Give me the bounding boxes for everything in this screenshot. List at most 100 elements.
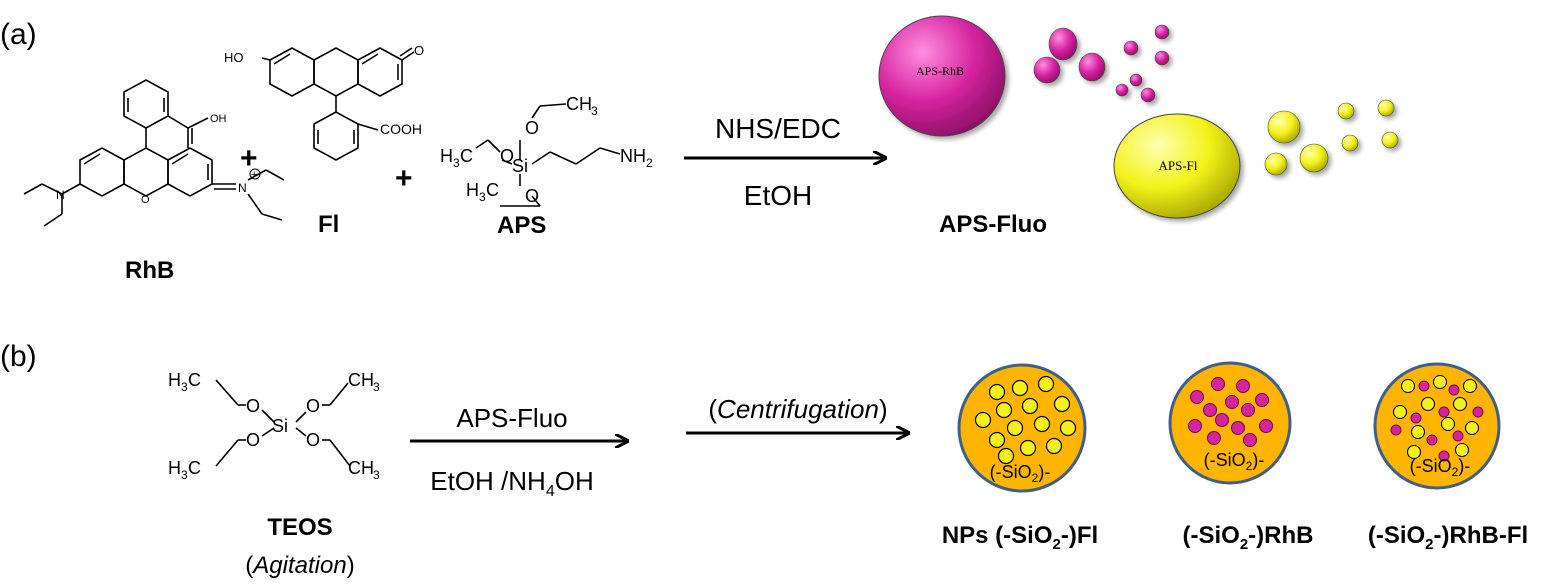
yellow-particle [1341, 134, 1359, 152]
aps-ch3-top: CH [566, 94, 592, 114]
teos-name: TEOS [267, 514, 332, 541]
silica-label-sub: 2 [1246, 459, 1253, 473]
aps-fl-label: APS-Fl [1158, 158, 1197, 173]
rhb-positive-charge-circle [249, 168, 261, 180]
teos-ch3-tr: CH [348, 370, 374, 390]
magenta-particle [1123, 40, 1139, 56]
reaction-b2-text: Centrifugation [717, 394, 879, 424]
panel-a-label: (a) [0, 18, 37, 51]
magenta-particle [1048, 27, 1078, 61]
product-label-rhb: (-SiO2-)RhB [1183, 522, 1314, 553]
aps-h3c-bottom-h: H [466, 180, 479, 200]
rhb-bridge-o: O [141, 194, 150, 206]
rhb-name: RhB [125, 257, 174, 284]
aps-h3c-bottom-c: C [486, 180, 499, 200]
aps-fluo-particles [878, 15, 1399, 219]
magenta-particle [1154, 50, 1170, 66]
magenta-particle [1154, 24, 1170, 40]
fl-name: Fl [318, 211, 339, 238]
product-rhbfl-post: -)RhB-Fl [1434, 522, 1529, 549]
reaction-b1-solvent: EtOH /NH4OH [430, 466, 593, 500]
magenta-particle [1129, 73, 1143, 87]
aps-h3c-bottom-sub: 3 [479, 190, 486, 204]
product-label-rhb-fl: (-SiO2-)RhB-Fl [1368, 522, 1528, 553]
teos-condition: (Agitation) [245, 552, 354, 579]
reaction-b1-solvent-sub: 4 [546, 483, 555, 500]
rhb-positive-charge: + [251, 169, 257, 181]
teos-condition-text: Agitation [251, 552, 346, 579]
product-rhbfl-pre: (-SiO [1368, 522, 1425, 549]
silica-label-sub: 2 [1032, 471, 1039, 485]
teos-h3c-bl-sub: 3 [181, 468, 188, 482]
silica-label: (-SiO2)- [1204, 450, 1265, 473]
silica-label-prefix: (-SiO [990, 462, 1032, 482]
teos-ch3-tr-sub: 3 [373, 380, 380, 394]
reaction-b2-open: ( [708, 394, 717, 424]
yellow-particle [1299, 143, 1329, 173]
aps-o-left: O [500, 146, 514, 166]
product-rhb-sub: 2 [1240, 536, 1248, 553]
aps-si: Si [512, 156, 528, 176]
silica-label: (-SiO2)- [990, 462, 1051, 485]
teos-ch3-br: CH [348, 458, 374, 478]
magenta-particle [1115, 83, 1129, 97]
silica-label-prefix: (-SiO [1410, 456, 1452, 476]
yellow-particle [1267, 110, 1301, 144]
product-rhb-post: -)RhB [1248, 522, 1313, 549]
product-fl-pre: NPs (-SiO [942, 522, 1053, 549]
teos-structure [215, 379, 351, 467]
yellow-particle [1337, 102, 1355, 120]
plus-sign-2: + [395, 162, 413, 195]
silica-label-prefix: (-SiO [1204, 450, 1246, 470]
aps-structure [475, 103, 621, 207]
teos-si: Si [272, 416, 288, 436]
fl-acid-cooh: COOH [380, 121, 422, 137]
rhb-structure [23, 79, 285, 227]
aps-name: APS [497, 212, 546, 239]
magenta-particle [1140, 87, 1156, 103]
aps-nh2: NH [620, 146, 646, 166]
teos-h3c-tl-h: H [168, 370, 181, 390]
silica-label: (-SiO2)- [1410, 456, 1471, 479]
product-fl-sub: 2 [1053, 536, 1061, 553]
yellow-particle [1264, 152, 1288, 176]
teos-h3c-bl-h: H [168, 458, 181, 478]
teos-ch3-br-sub: 3 [373, 468, 380, 482]
reaction-b1-solvent-suffix: OH [555, 466, 594, 496]
silica-label-suffix: )- [1038, 462, 1050, 482]
fl-structure [261, 47, 415, 161]
magenta-particle [1078, 52, 1106, 82]
rhb-acid-oh: OH [210, 113, 227, 125]
product-label-fl: NPs (-SiO2-)Fl [942, 522, 1098, 553]
teos-o-bl: O [246, 430, 260, 450]
magenta-particle [1033, 56, 1061, 84]
magenta-dyes [1188, 377, 1273, 447]
silica-label-suffix: )- [1458, 456, 1470, 476]
fl-ho: HO [224, 50, 244, 65]
product-fl-post: -)Fl [1061, 522, 1098, 549]
yellow-dyes [974, 375, 1077, 465]
aps-h3c-left-h: H [440, 146, 453, 166]
product-rhb-pre: (-SiO [1183, 522, 1240, 549]
teos-h3c-tl-c: C [188, 370, 201, 390]
panel-b-label: (b) [0, 340, 37, 373]
aps-h3c-left-sub: 3 [453, 156, 460, 170]
yellow-particle [1381, 131, 1399, 149]
silica-np-fl: (-SiO2)- [957, 363, 1087, 493]
reaction-b2-label: (Centrifugation) [708, 394, 887, 424]
teos-condition-close: ) [347, 552, 355, 579]
silica-sphere [1373, 362, 1501, 490]
teos-condition-open: ( [245, 552, 253, 579]
fl-ketone-o: O [414, 43, 424, 58]
teos-h3c-bl-c: C [188, 458, 201, 478]
reaction-a-solvent: EtOH [744, 180, 812, 211]
yellow-particle [1377, 99, 1395, 117]
teos-o-tr: O [306, 396, 320, 416]
silica-label-sub: 2 [1452, 465, 1459, 479]
aps-h3c-left-c: C [460, 146, 473, 166]
silica-np-rhb: (-SiO2)- [1168, 361, 1292, 485]
silica-np-rhb-fl: (-SiO2)- [1373, 362, 1501, 490]
aps-rhb-label: APS-RhB [916, 64, 964, 78]
plus-sign-1: + [240, 142, 258, 175]
